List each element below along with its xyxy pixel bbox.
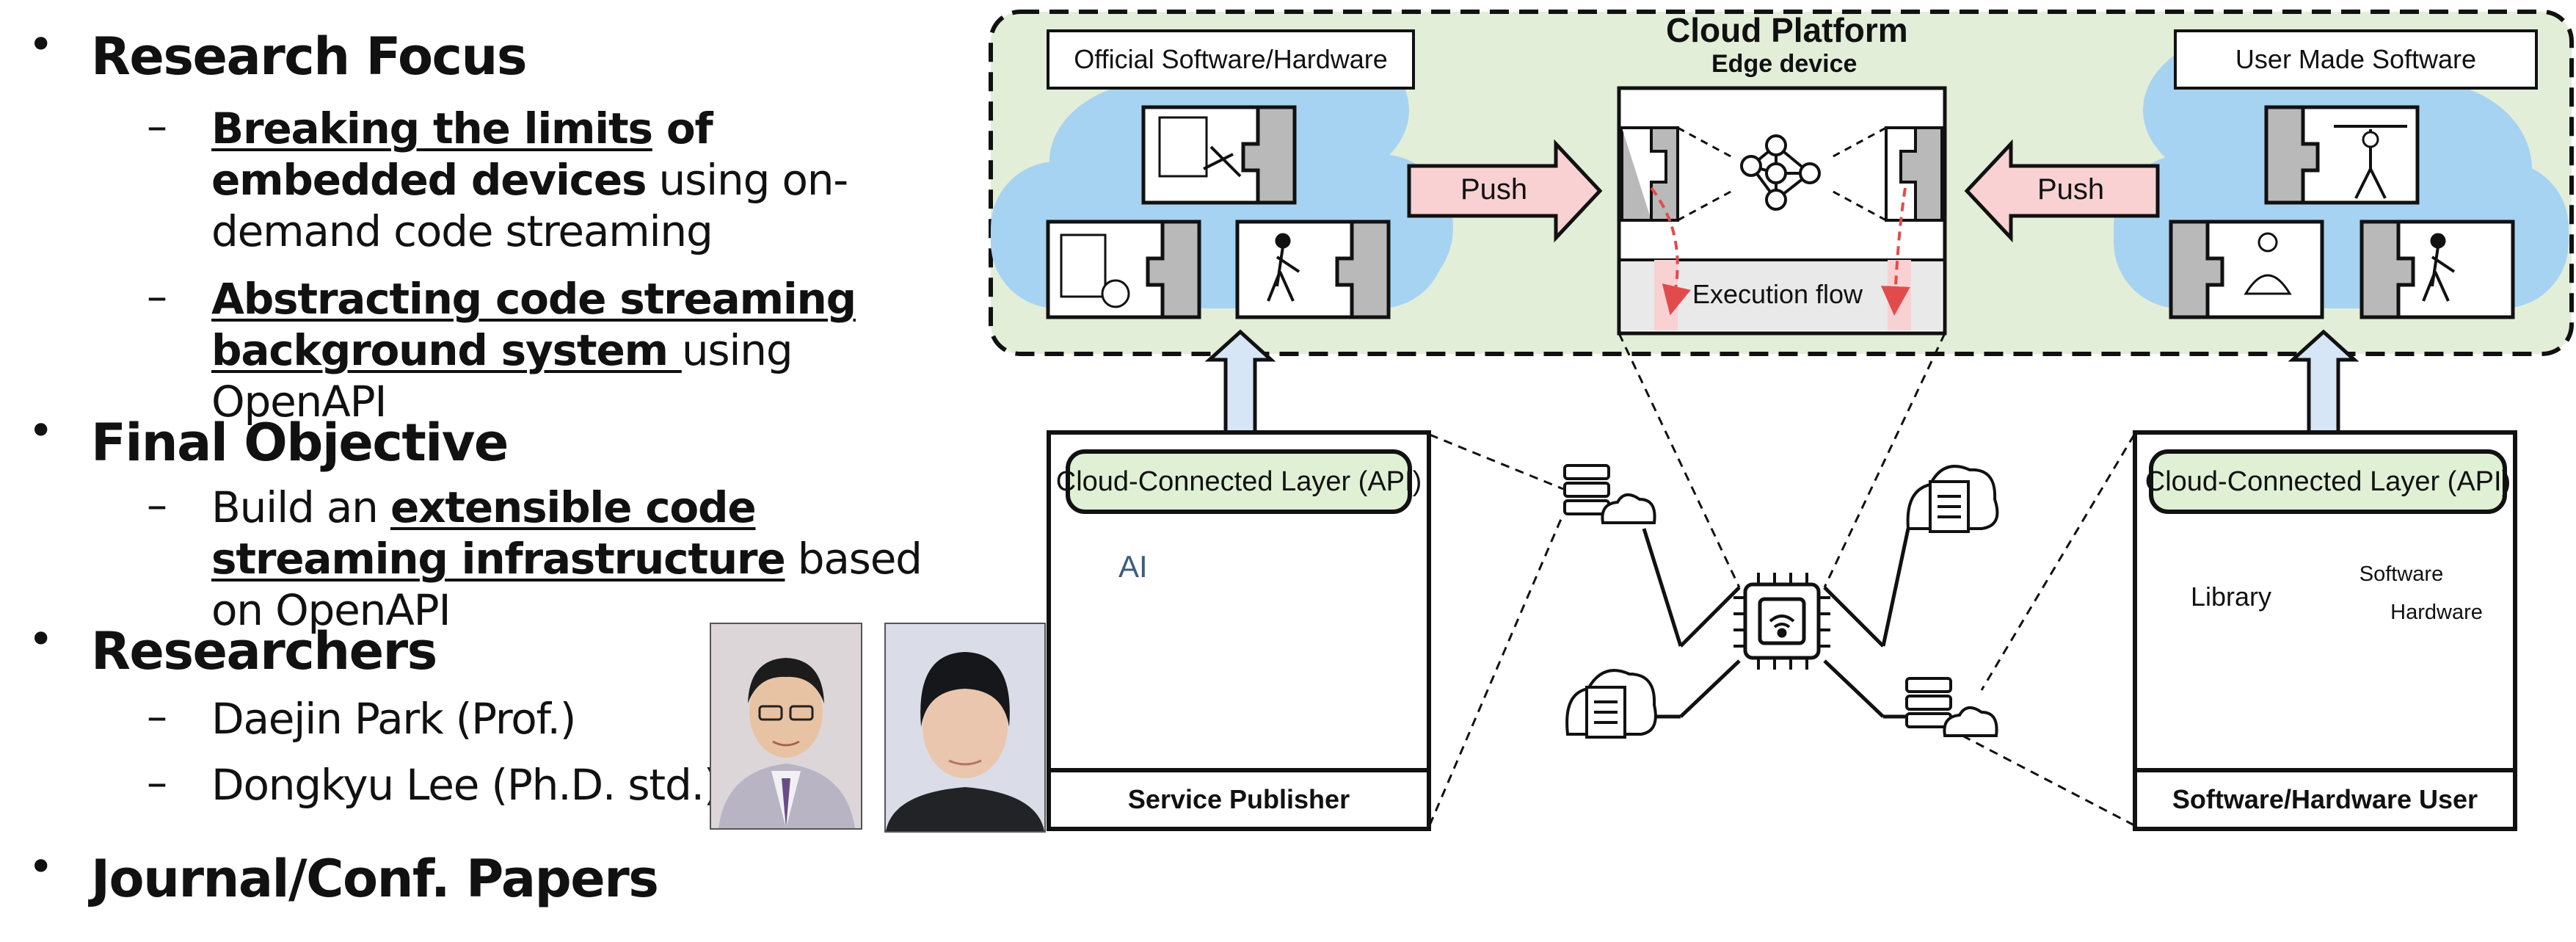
item-1-bold-underlined: Breaking the limits xyxy=(211,104,653,153)
dash-icon: – xyxy=(147,693,167,741)
publisher-api-layer: Cloud-Connected Layer (API) xyxy=(1056,449,1422,514)
researcher-2: Dongkyu Lee (Ph.D. std.) xyxy=(211,760,720,810)
service-publisher-footer: Service Publisher xyxy=(1051,768,1427,827)
software-tile xyxy=(2264,105,2420,205)
server-cloud-icon xyxy=(1905,677,1998,737)
objective-suffix: based on OpenAPI xyxy=(211,534,923,635)
papers-heading: Journal/Conf. Papers xyxy=(91,849,659,909)
dash-icon: – xyxy=(147,273,167,321)
bullet-icon: • xyxy=(28,405,54,457)
item-1-bold: of embedded devices xyxy=(211,104,713,205)
software-label: Software xyxy=(2359,562,2444,586)
researcher-photo-2 xyxy=(884,623,1046,833)
hardware-label: Hardware xyxy=(2390,601,2483,624)
objective-bold: extensible code streaming infrastructure xyxy=(211,482,786,584)
objective-prefix: Build an xyxy=(211,482,390,532)
bullet-icon: • xyxy=(28,19,54,70)
neural-network-icon xyxy=(1740,134,1821,211)
push-arrow-right xyxy=(1407,139,1603,243)
push-label-right: Push xyxy=(2037,173,2105,206)
upload-arrow-user xyxy=(2288,329,2359,440)
research-focus-item-1: Breaking the limits of embedded devices … xyxy=(211,103,945,257)
document-cloud-icon xyxy=(1906,465,1999,533)
final-objective-heading: Final Objective xyxy=(91,413,509,473)
software-tile xyxy=(2359,220,2515,319)
push-arrow-left xyxy=(1964,139,2160,243)
cloud-platform-title: Cloud Platform xyxy=(1666,11,1908,49)
execution-arrow-left xyxy=(1650,186,1691,316)
researcher-photo-1 xyxy=(710,623,862,830)
library-label: Library xyxy=(2190,581,2272,612)
software-tile xyxy=(1141,105,1297,205)
item-2-rest: using OpenAPI xyxy=(211,325,793,427)
edge-device-title: Edge device xyxy=(1711,50,1858,78)
push-label-left: Push xyxy=(1460,173,1528,206)
researcher-1: Daejin Park (Prof.) xyxy=(211,694,576,744)
item-2-bold: code streaming background system xyxy=(211,274,856,375)
software-tile xyxy=(1046,220,1201,319)
user-api-layer: Cloud-Connected Layer (API) xyxy=(2145,449,2511,514)
item-1-rest: using on-demand code streaming xyxy=(211,155,848,256)
upload-arrow-publisher xyxy=(1204,329,1276,440)
final-objective-text: Build an extensible code streaming infra… xyxy=(211,482,945,636)
bullet-icon: • xyxy=(28,841,54,893)
official-software-hardware-label: Official Software/Hardware xyxy=(1047,29,1415,90)
execution-flow-label: Execution flow xyxy=(1692,279,1863,309)
server-cloud-icon xyxy=(1563,464,1656,524)
chip-icon xyxy=(1642,528,1910,719)
bullet-icon: • xyxy=(28,614,54,665)
research-focus-heading: Research Focus xyxy=(91,26,528,87)
research-focus-item-2: Abstracting code streaming background sy… xyxy=(211,273,931,427)
dash-icon: – xyxy=(147,103,167,151)
researchers-heading: Researchers xyxy=(91,621,437,681)
document-cloud-icon xyxy=(1565,669,1657,739)
user-made-software-label: User Made Software xyxy=(2174,29,2538,90)
item-2-bold-underlined: Abstracting xyxy=(211,274,482,324)
software-tile xyxy=(1235,220,1391,319)
ai-text: AI xyxy=(1118,549,1148,584)
dash-icon: – xyxy=(147,759,167,807)
execution-arrow-right xyxy=(1880,187,1910,316)
software-tile xyxy=(2169,220,2324,319)
software-hardware-user-footer: Software/Hardware User xyxy=(2137,768,2513,827)
dash-icon: – xyxy=(147,482,167,529)
